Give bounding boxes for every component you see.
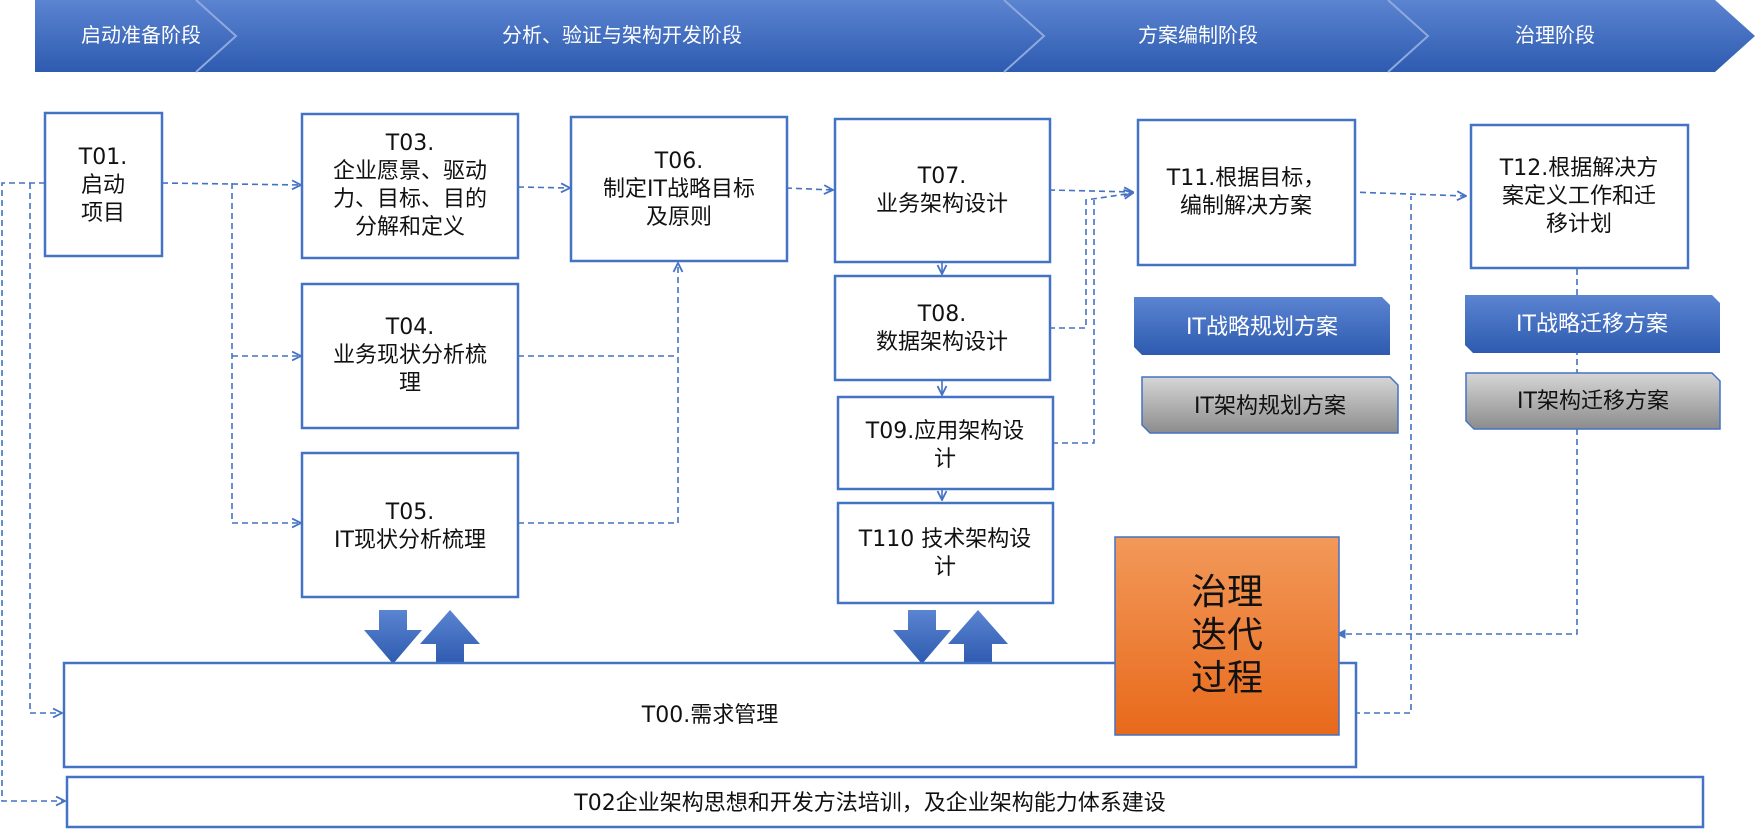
task-t01-line: 项目	[81, 201, 125, 226]
task-t110-line: 计	[934, 555, 956, 580]
task-t08-line: 数据架构设计	[876, 330, 1008, 355]
task-t04-line: 业务现状分析梳	[333, 343, 487, 368]
task-t05-line: IT现状分析梳理	[334, 528, 486, 553]
task-t08-line: T08.	[917, 302, 966, 327]
task-t05[interactable]: T05. IT现状分析梳理	[300, 451, 520, 599]
task-t06-line: 及原则	[646, 205, 712, 230]
connector-t01-t00	[29, 183, 62, 713]
task-t12-line: T12.根据解决方	[1499, 156, 1658, 181]
phase-banner-bar	[35, 0, 1755, 72]
task-t11-line: 编制解决方案	[1180, 194, 1312, 219]
task-t04-line: 理	[399, 371, 421, 396]
task-t03-line: 企业愿景、驱动	[333, 159, 487, 184]
governance-line: 迭代	[1191, 615, 1263, 656]
connector-t01-t02	[1, 182, 65, 801]
phase-label-analysis: 分析、验证与架构开发阶段	[502, 23, 742, 47]
connectors	[1, 182, 1578, 801]
task-t06-line: T06.	[654, 149, 703, 174]
connector-t01-t05	[231, 183, 301, 523]
deliverables: IT战略规划方案 IT架构规划方案 IT战略迁移方案 IT架构迁移方案	[1134, 295, 1721, 434]
task-t02[interactable]: T02企业架构思想和开发方法培训，及企业架构能力体系建设	[65, 775, 1705, 829]
task-t04[interactable]: T04. 业务现状分析梳 理	[300, 282, 520, 430]
governance-line: 过程	[1191, 658, 1263, 699]
tag-it-strategy-plan[interactable]: IT战略规划方案	[1134, 297, 1390, 355]
tag-it-arch-migration[interactable]: IT架构迁移方案	[1465, 372, 1721, 430]
task-t03[interactable]: T03. 企业愿景、驱动 力、目标、目的 分解和定义	[300, 112, 520, 260]
task-t03-line: 分解和定义	[355, 215, 465, 240]
task-t09-line: T09.应用架构设	[865, 419, 1024, 444]
task-t07[interactable]: T07. 业务架构设计	[833, 117, 1052, 264]
task-t12-line: 移计划	[1546, 212, 1612, 237]
up-arrow-icon	[948, 610, 1008, 664]
task-t06[interactable]: T06. 制定IT战略目标 及原则	[569, 115, 789, 263]
down-arrow-icon	[364, 610, 422, 664]
task-t07-line: T07.	[917, 164, 966, 189]
connector-t06-t07	[785, 188, 833, 190]
connector-t01-t03	[161, 183, 301, 185]
task-t12-line: 案定义工作和迁	[1502, 184, 1656, 209]
task-t03-line: T03.	[385, 131, 434, 156]
phase-label-governance: 治理阶段	[1515, 23, 1595, 47]
task-t03-line: 力、目标、目的	[333, 187, 487, 212]
governance-box[interactable]: 治理 迭代 过程	[1114, 536, 1340, 736]
governance-line: 治理	[1191, 572, 1263, 613]
tag-it-arch-plan-label: IT架构规划方案	[1194, 394, 1346, 419]
phase-label-startup: 启动准备阶段	[81, 23, 201, 47]
phase-label-solution: 方案编制阶段	[1138, 23, 1258, 47]
task-t05-line: T05.	[385, 500, 434, 525]
tag-it-strategy-migration[interactable]: IT战略迁移方案	[1465, 295, 1720, 353]
connector-t08-t11	[1049, 193, 1133, 329]
tag-it-strategy-plan-label: IT战略规划方案	[1186, 315, 1338, 340]
connector-t07-t11	[1048, 190, 1133, 192]
tag-it-arch-plan[interactable]: IT架构规划方案	[1141, 376, 1399, 434]
task-t06-line: 制定IT战略目标	[603, 177, 755, 202]
task-t01[interactable]: T01. 启动 项目	[43, 111, 164, 258]
connector-t11-t12	[1349, 192, 1466, 196]
task-t110-line: T110 技术架构设	[858, 527, 1031, 552]
connector-t00-t12	[1354, 196, 1412, 714]
task-t09-line: 计	[934, 447, 956, 472]
tag-it-strategy-migration-label: IT战略迁移方案	[1516, 312, 1668, 337]
phase-divider	[195, 0, 238, 73]
task-t02-label: T02企业架构思想和开发方法培训，及企业架构能力体系建设	[573, 791, 1165, 816]
task-t12[interactable]: T12.根据解决方 案定义工作和迁 移计划	[1469, 123, 1690, 270]
phase-banner: 启动准备阶段 分析、验证与架构开发阶段 方案编制阶段 治理阶段	[35, 0, 1755, 73]
connector-t03-t06	[517, 187, 570, 188]
task-t04-line: T04.	[385, 315, 434, 340]
task-boxes: T01. 启动 项目 T03. 企业愿景、驱动 力、目标、目的 分解和定义 T0…	[43, 111, 1690, 605]
tag-it-arch-migration-label: IT架构迁移方案	[1517, 389, 1669, 414]
phase-divider	[1387, 0, 1430, 73]
up-arrow-icon	[420, 610, 480, 664]
task-t07-line: 业务架构设计	[876, 192, 1008, 217]
phase-divider	[1003, 0, 1046, 73]
down-arrow-icon	[893, 610, 951, 664]
task-t09[interactable]: T09.应用架构设 计	[836, 395, 1055, 491]
block-arrows	[364, 610, 1008, 664]
connector-t05-t06	[518, 263, 678, 524]
task-t08[interactable]: T08. 数据架构设计	[833, 274, 1052, 382]
task-t11-line: T11.根据目标，	[1166, 166, 1325, 191]
task-t110[interactable]: T110 技术架构设 计	[836, 501, 1055, 605]
task-t01-line: 启动	[81, 173, 125, 198]
connector-t09-t11	[1052, 200, 1095, 444]
task-t00-label: T00.需求管理	[641, 703, 778, 728]
task-t11[interactable]: T11.根据目标， 编制解决方案	[1136, 118, 1357, 267]
task-t01-line: T01.	[78, 145, 127, 170]
